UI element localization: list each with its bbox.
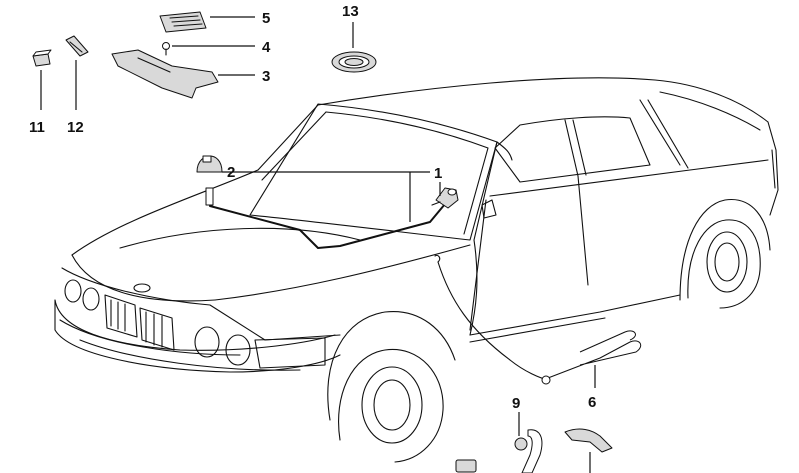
part-9-clip — [514, 429, 543, 473]
part-13-seal-ring — [331, 51, 377, 73]
washer-hose-assembly — [196, 155, 459, 249]
car-illustration — [54, 77, 779, 463]
callout-13: 13 — [342, 3, 359, 20]
callout-11: 11 — [29, 119, 45, 136]
hood-release-cable — [434, 254, 549, 381]
bottom-small-part — [455, 459, 477, 473]
part-6-cable — [541, 330, 642, 385]
callout-2: 2 — [227, 164, 235, 181]
bottom-bracket-part — [564, 428, 613, 453]
part-11-clip — [32, 49, 52, 67]
part-4-screw — [162, 42, 170, 56]
callout-5: 5 — [262, 10, 270, 27]
callout-4: 4 — [262, 39, 271, 56]
callout-1: 1 — [434, 165, 442, 182]
part-5-pad — [159, 11, 207, 33]
part-12-strip — [65, 35, 89, 57]
part-3-bracket — [111, 49, 219, 99]
callout-12: 12 — [67, 119, 84, 136]
callout-labels: 1 2 3 4 5 6 9 11 12 13 — [29, 3, 596, 412]
callout-9: 9 — [512, 395, 520, 412]
leader-lines — [40, 16, 596, 473]
callout-3: 3 — [262, 68, 270, 85]
callout-6: 6 — [588, 394, 596, 411]
